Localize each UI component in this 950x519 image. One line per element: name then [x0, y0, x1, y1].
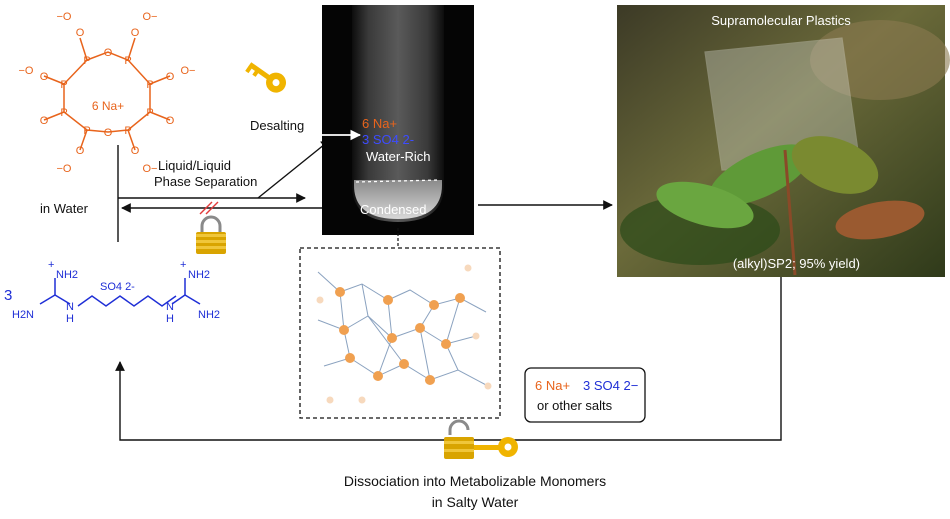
ring-atom-labels: P P P P P P P P O O O O O O O O O O	[40, 27, 175, 157]
o-atom: O	[76, 145, 85, 157]
p-atom: P	[60, 79, 67, 91]
h-label: H	[66, 313, 74, 325]
charge-label: −O	[57, 163, 72, 175]
sulfate-counterion-label: SO4 2-	[100, 281, 135, 293]
p-atom: P	[83, 55, 90, 67]
p-atom: P	[124, 55, 131, 67]
p-atom: P	[124, 125, 131, 137]
dissociation-label-line1: Dissociation into Metabolizable Monomers	[344, 473, 606, 489]
padlock-closed-icon	[196, 215, 226, 254]
p-atom: P	[83, 125, 90, 137]
desalting-label: Desalting	[250, 118, 304, 133]
o-atom: O	[104, 47, 113, 59]
llps-label-line1: Liquid/Liquid	[158, 158, 231, 173]
nh2-label: NH2	[56, 269, 78, 281]
water-rich-label: Water-Rich	[366, 149, 431, 164]
padlock-open-key-icon	[444, 419, 518, 459]
in-water-label: in Water	[40, 201, 89, 216]
o-atom: O	[76, 27, 85, 39]
o-atom: O	[166, 115, 175, 127]
salts-other-label: or other salts	[537, 398, 613, 413]
nh2-label: NH2	[198, 309, 220, 321]
o-atom: O	[166, 71, 175, 83]
guanidinium-structure	[39, 278, 201, 307]
p-atom: P	[146, 79, 153, 91]
llps-label-line2: Phase Separation	[154, 174, 257, 189]
dissociation-label-line2: in Salty Water	[432, 494, 519, 510]
h2n-label: H2N	[12, 309, 34, 321]
n-label: N	[66, 301, 74, 313]
photo-caption: (alkyl)SP2; 95% yield)	[733, 256, 860, 271]
plus-label: +	[180, 259, 186, 271]
hexametaphosphate-structure	[43, 37, 171, 151]
plastics-photo: Supramolecular Plastics (alkyl)SP2; 95% …	[617, 5, 950, 277]
charge-label: O−	[181, 65, 196, 77]
o-atom: O	[131, 145, 140, 157]
sodium-counterion-label: 6 Na+	[92, 99, 124, 113]
o-atom: O	[40, 115, 49, 127]
blocked-reverse-mark	[199, 201, 219, 215]
charge-label: O−	[143, 11, 158, 23]
condensed-label: Condensed	[360, 202, 427, 217]
nh2-label: NH2	[188, 269, 210, 281]
key-icon	[245, 62, 287, 93]
o-atom: O	[40, 71, 49, 83]
network-inset	[299, 247, 501, 419]
tube-sulfate-label: 3 SO4 2-	[362, 132, 414, 147]
salts-sulfate-label: 3 SO4 2−	[583, 378, 638, 393]
stoichiometry-label: 3	[4, 287, 12, 304]
guanidinium-labels: 3 + NH2 H2N N H SO4 2- + NH2 NH2 N H	[4, 259, 220, 325]
o-atom: O	[104, 127, 113, 139]
p-atom: P	[146, 107, 153, 119]
charge-label: O−	[143, 163, 158, 175]
hexametaphosphate-labels: −O O− O− −O O− −O 6 Na+	[19, 11, 196, 175]
test-tube-photo: 6 Na+ 3 SO4 2- Water-Rich Condensed	[310, 5, 474, 235]
mixing-bracket	[117, 139, 331, 242]
o-atom: O	[131, 27, 140, 39]
n-label: N	[166, 301, 174, 313]
charge-label: −O	[19, 65, 34, 77]
h-label: H	[166, 313, 174, 325]
salts-sodium-label: 6 Na+	[535, 378, 570, 393]
charge-label: −O	[57, 11, 72, 23]
plus-label: +	[48, 259, 54, 271]
tube-sodium-label: 6 Na+	[362, 116, 397, 131]
photo-title: Supramolecular Plastics	[711, 13, 851, 28]
salts-box: 6 Na+ 3 SO4 2− or other salts	[524, 367, 646, 423]
p-atom: P	[60, 107, 67, 119]
